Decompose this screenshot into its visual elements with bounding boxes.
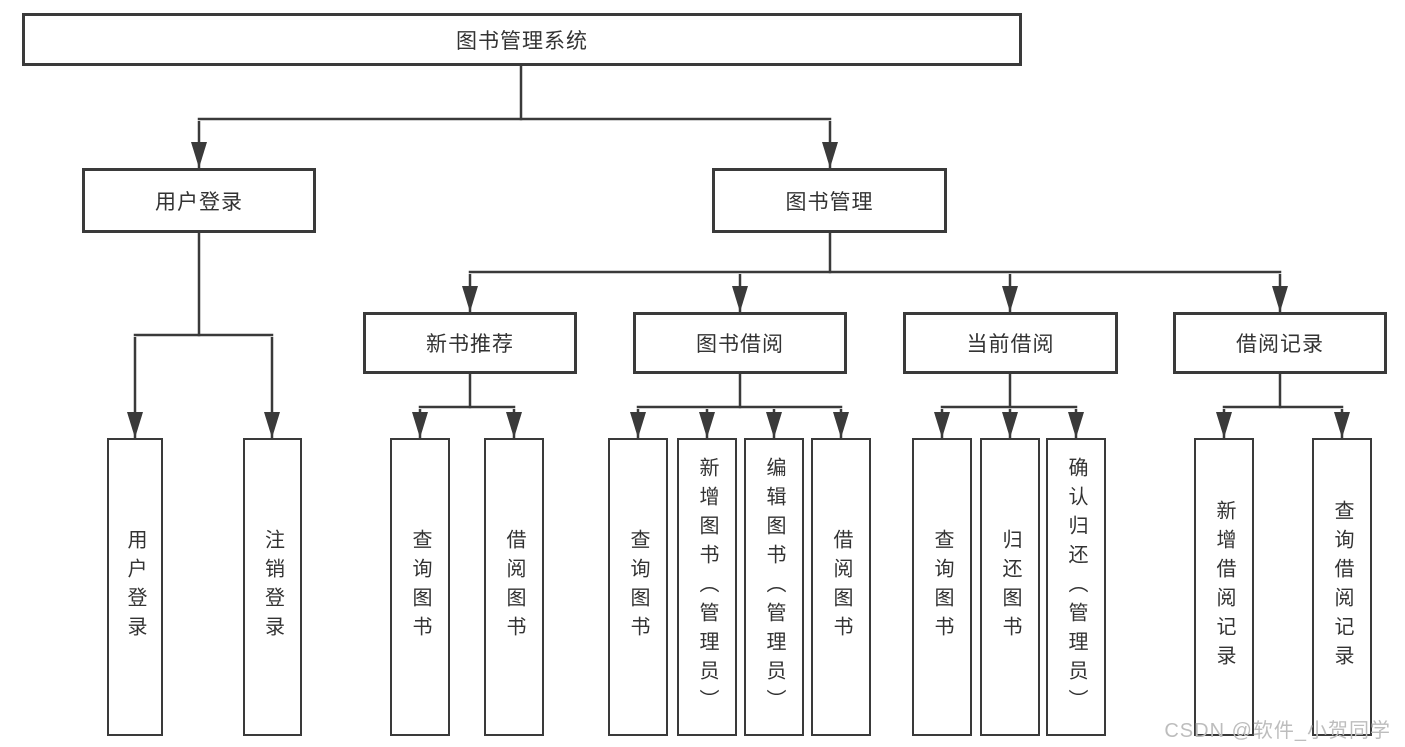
leaf-query-books-recommend: 查询图书 xyxy=(390,438,450,736)
leaf-borrow-books-recommend: 借阅图书 xyxy=(484,438,544,736)
edge-new-book-recommend-to-leaves xyxy=(412,372,522,438)
node-borrowing-records: 借阅记录 xyxy=(1173,312,1387,374)
node-current-borrowing: 当前借阅 xyxy=(903,312,1118,374)
edge-current-borrowing-to-leaves xyxy=(934,372,1084,438)
edge-root-to-level2 xyxy=(191,64,838,168)
edge-user-login-to-leaves xyxy=(127,231,280,438)
leaf-add-borrow-record: 新增借阅记录 xyxy=(1194,438,1254,736)
leaf-edit-books-admin: 编辑图书（管理员） xyxy=(744,438,804,736)
leaf-add-books-admin: 新增图书（管理员） xyxy=(677,438,737,736)
node-new-book-recommend: 新书推荐 xyxy=(363,312,577,374)
leaf-borrow-books-borrowing: 借阅图书 xyxy=(811,438,871,736)
edge-book-borrowing-to-leaves xyxy=(630,372,849,438)
leaf-user-login: 用户登录 xyxy=(107,438,163,736)
watermark: CSDN @软件_小贺同学 xyxy=(1164,720,1391,742)
node-user-login: 用户登录 xyxy=(82,168,316,233)
node-book-management: 图书管理 xyxy=(712,168,947,233)
leaf-query-borrow-record: 查询借阅记录 xyxy=(1312,438,1372,736)
leaf-query-books-current: 查询图书 xyxy=(912,438,972,736)
edge-borrowing-records-to-leaves xyxy=(1216,372,1350,438)
edge-book-management-to-level3 xyxy=(462,231,1288,312)
node-library-system: 图书管理系统 xyxy=(22,13,1022,66)
leaf-return-books: 归还图书 xyxy=(980,438,1040,736)
leaf-query-books-borrowing: 查询图书 xyxy=(608,438,668,736)
leaf-confirm-return-admin: 确认归还（管理员） xyxy=(1046,438,1106,736)
leaf-logout: 注销登录 xyxy=(243,438,302,736)
node-book-borrowing: 图书借阅 xyxy=(633,312,847,374)
